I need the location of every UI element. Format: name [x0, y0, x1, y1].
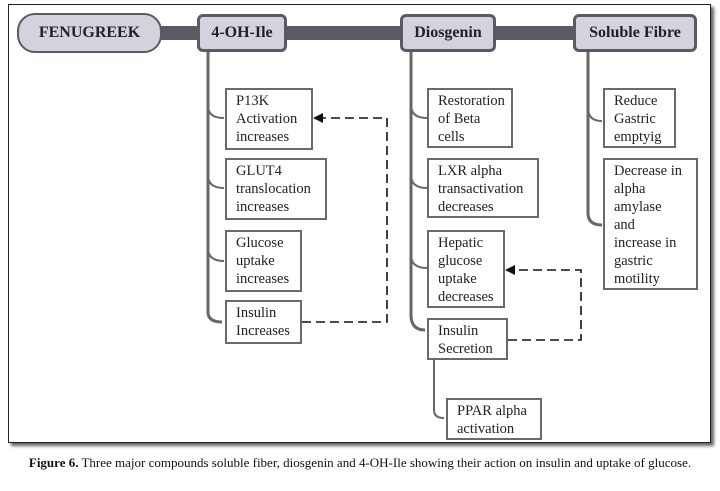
branch-diosgenin-tick-3: [410, 254, 428, 269]
compound-node-soluble-fibre: Soluble Fibre: [573, 14, 697, 52]
compound-node-4-oh-ile: 4-OH-Ile: [197, 14, 287, 52]
effect-box-restoration-beta-cells: Restoration of Beta cells: [427, 88, 513, 148]
effect-box-insulin-secretion: Insulin Secretion: [427, 318, 508, 360]
branch-diosgenin: [409, 52, 426, 332]
branch-soluble-fibre-tick-1: [587, 107, 603, 122]
branch-4ohile-tick-1: [207, 105, 225, 119]
effect-box-glut4-translocation: GLUT4 translocation increases: [225, 158, 327, 220]
effect-box-p13k-activation: P13K Activation increases: [225, 88, 313, 150]
effect-box-hepatic-glucose-uptake: Hepatic glucose uptake decreases: [427, 230, 505, 308]
effect-box-lxr-alpha: LXR alpha transactivation decreases: [427, 158, 539, 218]
branch-ppar: [433, 360, 445, 419]
effect-box-decrease-alpha-amylase: Decrease in alpha amylase and increase i…: [603, 158, 698, 290]
feedback-arrow-secretion-to-hepatic: [508, 269, 582, 341]
branch-4ohile-tick-3: [207, 247, 225, 262]
effect-box-insulin-increases: Insulin Increases: [225, 300, 302, 344]
arrowhead-hepatic: [505, 265, 515, 275]
root-node-fenugreek: FENUGREEK: [17, 13, 162, 53]
compound-node-diosgenin: Diosgenin: [400, 14, 496, 52]
branch-soluble-fibre: [586, 52, 603, 227]
feedback-arrow-insulin-to-p13k: [302, 117, 388, 323]
branch-4ohile: [206, 52, 223, 324]
branch-diosgenin-tick-1: [410, 104, 428, 119]
figure-caption-text: Three major compounds soluble fiber, dio…: [78, 455, 692, 470]
effect-box-ppar-alpha: PPAR alpha activation: [446, 398, 542, 440]
branch-4ohile-tick-2: [207, 174, 225, 189]
figure-caption: Figure 6. Three major compounds soluble …: [0, 455, 720, 470]
branch-diosgenin-tick-2: [410, 174, 428, 189]
effect-box-reduce-gastric-emptying: Reduce Gastric emptyig: [603, 88, 676, 148]
arrowhead-p13k: [313, 113, 323, 123]
figure-label: Figure 6.: [28, 455, 79, 470]
effect-box-glucose-uptake: Glucose uptake increases: [225, 230, 302, 292]
